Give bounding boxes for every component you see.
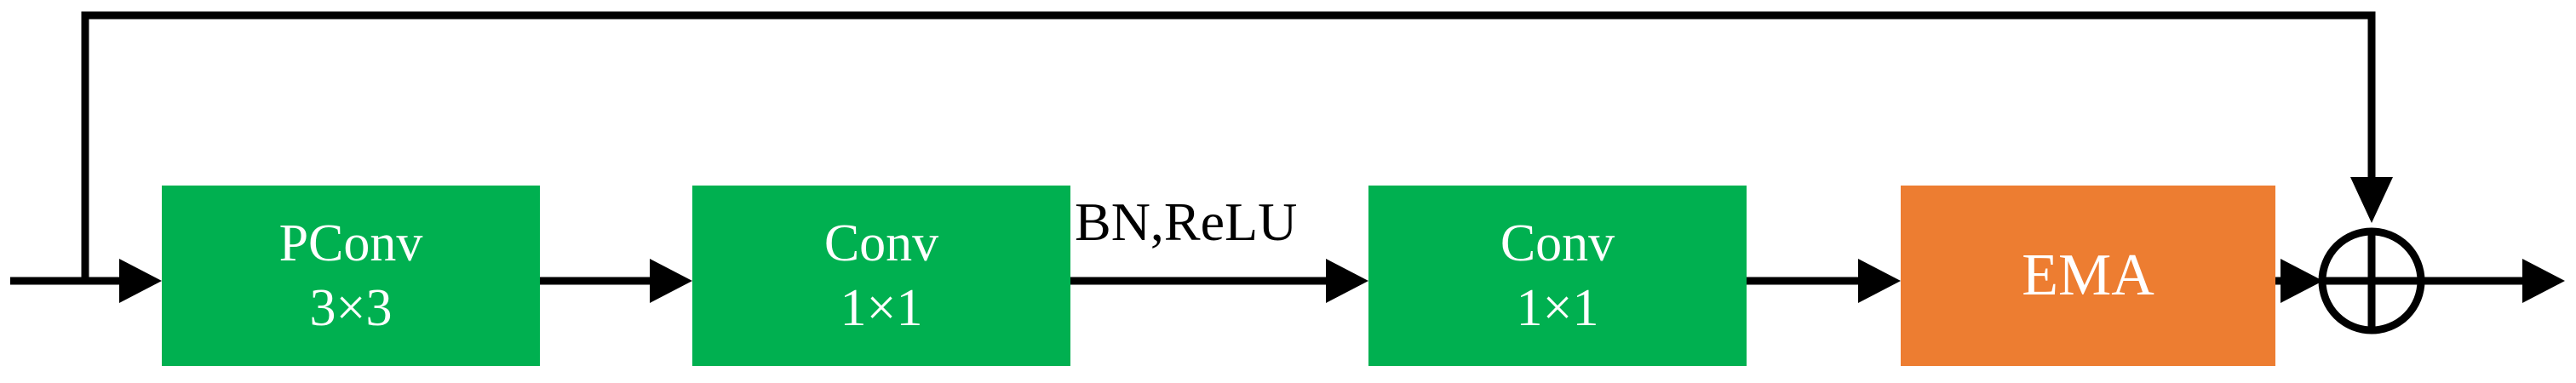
ema-block xyxy=(1901,186,2275,366)
skip-connection-line xyxy=(81,11,2376,281)
arrow-ema-to-sum xyxy=(2275,259,2323,303)
conv1-block xyxy=(692,186,1070,366)
pconv-kernel-size: 3×3 xyxy=(309,279,393,337)
conv1-block-label: Conv 1×1 xyxy=(692,186,1070,366)
pconv-name: PConv xyxy=(278,214,423,272)
skip-connection-arrowhead xyxy=(2350,177,2393,223)
arrow-conv2-to-ema xyxy=(1747,259,1901,303)
arrow-input-to-pconv xyxy=(85,259,162,303)
conv1-kernel-size: 1×1 xyxy=(840,279,923,337)
arrow-output xyxy=(2421,259,2565,303)
pconv-block-label: PConv 3×3 xyxy=(162,186,540,366)
bn-relu-label: BN,ReLU xyxy=(1075,192,1298,252)
conv1-name: Conv xyxy=(823,214,939,272)
conv2-kernel-size: 1×1 xyxy=(1516,279,1599,337)
conv2-name: Conv xyxy=(1500,214,1615,272)
conv2-block xyxy=(1368,186,1747,366)
arrow-conv1-to-conv2 xyxy=(1070,259,1368,303)
pconv-block xyxy=(162,186,540,366)
conv2-block-label: Conv 1×1 xyxy=(1368,186,1747,366)
ema-block-label: EMA xyxy=(1901,186,2275,366)
arrow-pconv-to-conv1 xyxy=(540,259,692,303)
ema-name: EMA xyxy=(2022,243,2154,308)
element-wise-add-icon xyxy=(2318,227,2425,334)
